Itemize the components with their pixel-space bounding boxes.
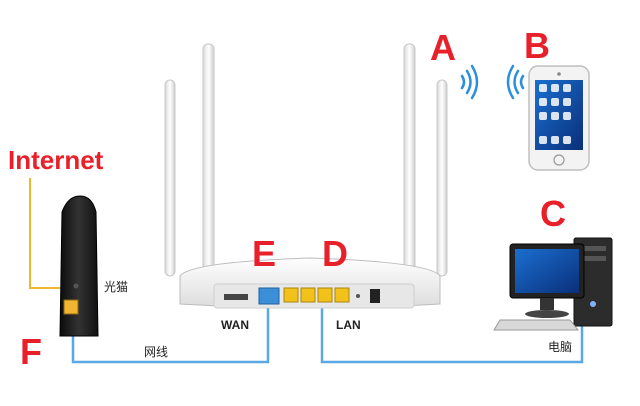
label-c: C xyxy=(540,193,566,234)
label-b: B xyxy=(524,25,550,66)
cable-lan xyxy=(320,302,584,364)
label-cable: 网线 xyxy=(144,345,169,359)
smartphone-icon xyxy=(528,65,590,171)
label-d: D xyxy=(322,233,348,274)
router-icon xyxy=(164,43,448,309)
label-computer: 电脑 xyxy=(548,340,573,354)
label-wan: WAN xyxy=(221,318,249,332)
label-a: A xyxy=(430,27,456,68)
label-f: F xyxy=(20,331,42,372)
modem-icon xyxy=(59,195,99,337)
label-modem: 光猫 xyxy=(104,280,129,294)
desktop-computer-icon xyxy=(493,237,613,331)
cable-wan xyxy=(71,302,270,364)
cable-internet xyxy=(29,178,68,289)
label-e: E xyxy=(252,233,277,274)
wifi-signal-icon xyxy=(506,64,525,100)
label-internet: Internet xyxy=(8,145,104,175)
wifi-signal-icon xyxy=(460,64,479,100)
label-lan: LAN xyxy=(336,318,361,332)
